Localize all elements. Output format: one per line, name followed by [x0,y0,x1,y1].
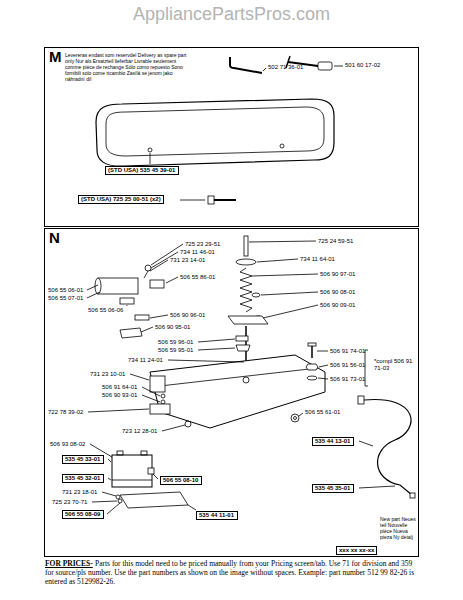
pricing-note: Parts for this model need to be priced m… [45,559,420,586]
callout-number: 723 12 28-01 [122,428,157,435]
part-number-box: 535 45 35-01 [312,484,354,493]
part-number-box: 506 55 08-09 [62,510,104,519]
callout-number: 734 11 64-01 [300,256,335,263]
callout-number: 734 11 46-01 [180,249,215,256]
callout-number: 506 91 73-01 [330,376,365,383]
spare-part-note: Levereras endast som reservdel Delivery … [65,52,190,82]
callout-number: 506 91 64-01 [102,384,137,391]
callout-number: 506 91 74-01 [330,348,365,355]
callout-number: 506 91 56-01 [330,362,365,369]
leader-lines [87,241,395,514]
callout-number: 502 71 36-01 [268,64,303,71]
part-number-box: 535 45 32-01 [62,474,104,483]
callout-number: 506 59 96-01 [158,339,193,346]
callout-number: 506 55 06-01 [48,287,83,294]
part-number: 535 45 33-01 [65,456,101,463]
callout-number: 731 23 14-01 [170,257,205,264]
callout-number: 725 23 70-71 [52,499,87,506]
callout-number: 731 23 18-01 [62,489,97,496]
bolt [180,196,236,204]
part-number: 506 55 08-10 [163,477,199,484]
callout-number: 506 93 08-02 [50,441,85,448]
callout-number: 725 24 59-51 [318,238,353,245]
callout-number: 506 90 93-01 [102,392,137,399]
part-number: (STD USA) 535 45 39-01 [108,167,176,174]
callout-number: 506 90 09-01 [320,302,355,309]
section-panel: MLevereras endast som reservdel Delivery… [45,48,418,226]
section-letter: M [49,49,62,65]
watermark: AppliancePartsPros.com [0,4,463,24]
callout-number: 506 59 95-01 [158,347,193,354]
part-number-box: 506 55 08-10 [160,476,202,485]
callout-number: 506 90 08-01 [320,289,355,296]
part-number: (STD USA) 725 25 00-51 (x2) [81,196,161,203]
callout-number: *compl 506 91 71-03 [374,358,418,372]
section-panel: N 535 45 33-01 535 45 32-01 506 55 08-10 506… [45,229,418,556]
hardware [291,343,368,422]
callout-number: 731 23 10-01 [90,371,125,378]
callout-number: 506 90 97-01 [320,271,355,278]
callout-number: 734 11 24-01 [128,357,163,364]
ignition-switch [95,265,164,338]
note-heading: FOR PRICES- [45,559,93,568]
part-number-box: 535 44 11-01 [196,511,238,520]
part-number: 535 44 13-01 [315,438,351,445]
part-number-box: (STD USA) 725 25 00-51 (x2) [78,195,164,204]
callout-number: 501 60 17-02 [345,62,380,69]
part-number: 535 45 35-01 [315,485,351,492]
part-number: 535 45 32-01 [65,475,101,482]
callout-number: 725 23 29-51 [185,241,220,248]
frame [150,355,325,428]
callout-number: 506 55 06-06 [88,307,123,314]
part-number: 506 55 08-09 [65,511,101,518]
callout-number: 506 90 96-01 [170,312,205,319]
callout-number: 506 55 86-01 [180,274,215,281]
wiring-harness [358,396,415,498]
section-letter: N [49,230,60,246]
part-number-box: (STD USA) 535 45 39-01 [105,166,179,175]
part-number-box: 535 45 33-01 [62,455,104,464]
legend-sample: xxx xx xx-xx [336,546,377,555]
allen-key [230,57,262,73]
callout-number: 506 90 95-01 [155,324,190,331]
part-number-box: 535 44 13-01 [312,437,354,446]
callout-number: 722 78 39-02 [48,409,83,416]
legend-text: New part Neues teil Nouvelle pièce Nueva… [380,516,418,540]
callout-number: 506 55 61-01 [305,409,340,416]
front-bumper [96,99,334,166]
part-number: 535 44 11-01 [199,512,235,519]
callout-number: 506 55 07-01 [48,295,83,302]
